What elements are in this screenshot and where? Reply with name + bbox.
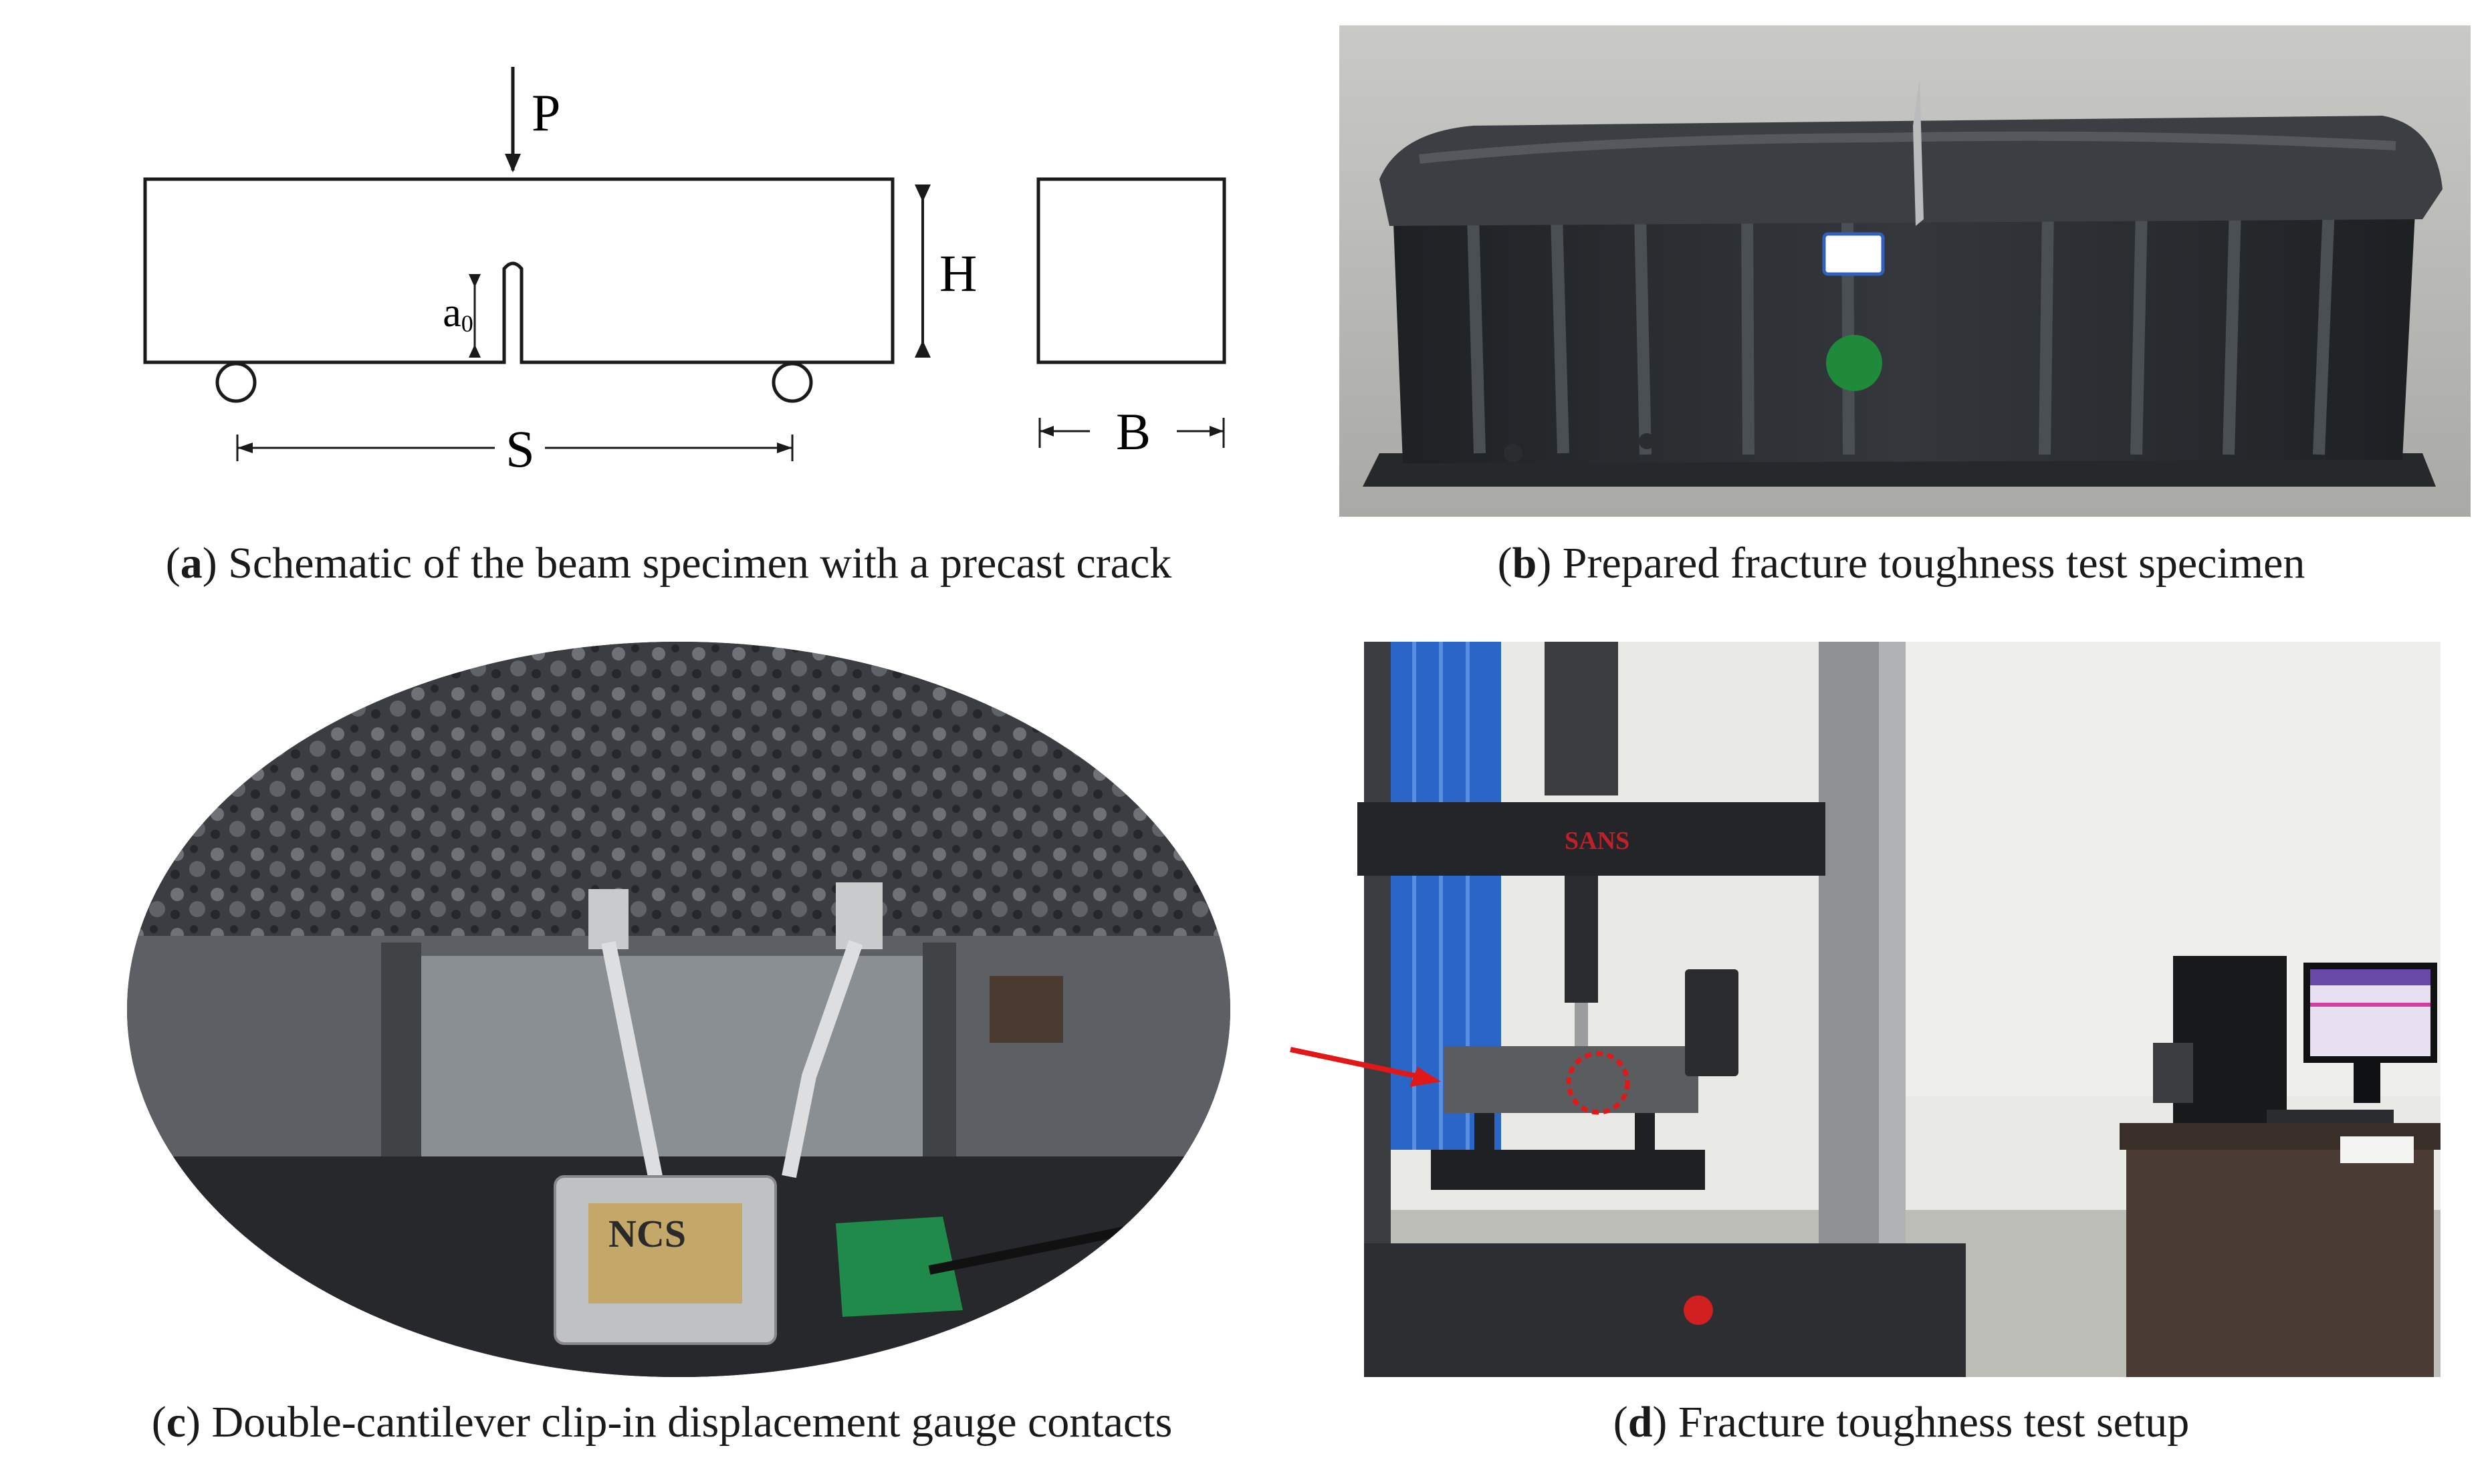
specimen-green-sticker [1826,335,1882,391]
span-label: S [505,420,534,478]
panel-c-gauge-photo: NCS [127,642,1230,1377]
crack-highlight-circle [1566,1051,1630,1115]
right-support [772,362,813,403]
machine-brand-label: SANS [1565,827,1629,855]
gauge-label: NCS [608,1212,686,1255]
beam-outline [143,177,895,364]
specimen-mold-body [1393,199,2416,463]
porous-concrete-surface [127,642,1230,936]
caption-b: (b) Prepared fracture toughness test spe… [1497,539,2305,588]
specimen-top-surface [1379,116,2443,226]
panel-d-setup-photo: SANS [1357,642,2441,1377]
cross-section-outline [1036,177,1226,364]
caption-c: (c) Double-cantilever clip-in displaceme… [151,1398,1173,1447]
crack-depth-label: a0 [443,290,473,337]
caption-d: (d) Fracture toughness test setup [1613,1398,2190,1447]
height-label: H [939,244,977,302]
desk [2126,1150,2434,1377]
left-support [215,362,257,403]
load-label: P [532,84,560,142]
width-label: B [1116,402,1151,461]
machine-crosshead [1357,802,1825,876]
caption-a: (a) Schematic of the beam specimen with … [165,539,1172,588]
red-pointer-arrow [1290,1047,1441,1087]
specimen-id-sticker [1822,232,1885,276]
panel-a-schematic: P H a0 S B [143,67,1226,478]
test-beam-specimen [1444,1046,1698,1113]
panel-b-specimen-photo [1339,25,2471,517]
